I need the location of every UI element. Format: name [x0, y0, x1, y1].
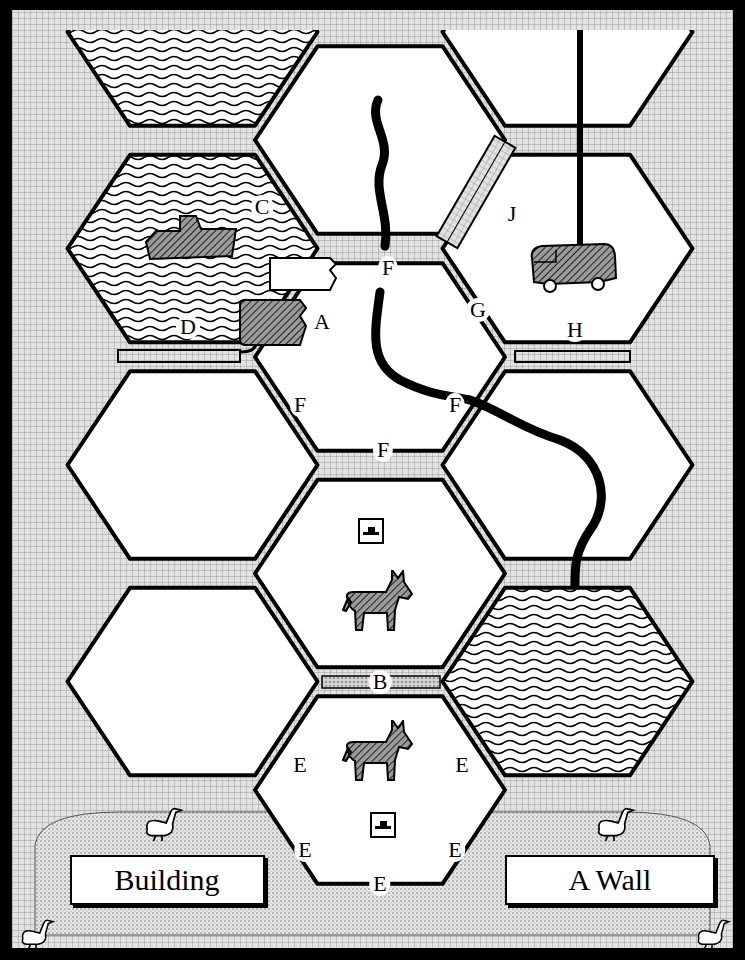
hex-letter: E [289, 753, 310, 777]
goose [698, 920, 729, 949]
hex-letter: E [294, 838, 315, 862]
clear-hex [255, 696, 505, 884]
hex-letter: E [451, 753, 472, 777]
hex-letter: F [290, 393, 310, 417]
hex-letter: B [369, 670, 392, 694]
hex-letter: A [310, 310, 334, 334]
clear-hex [255, 480, 505, 668]
truck [532, 244, 616, 292]
hex-letter: H [563, 318, 587, 342]
caption-box: Building [70, 855, 265, 905]
road [577, 30, 583, 255]
hex-letter: F [373, 438, 393, 462]
board-ground [12, 10, 733, 948]
water-hex [443, 588, 693, 776]
unit-icon [359, 519, 383, 543]
goose [22, 920, 53, 949]
goose [147, 809, 181, 841]
clear-hex [68, 371, 318, 559]
hex-letter: D [176, 315, 200, 339]
unit-icon [371, 813, 395, 837]
wall-d [118, 350, 240, 362]
terrain-features [118, 30, 630, 837]
hex-letter: E [369, 872, 390, 896]
clear-hex [68, 588, 318, 776]
tank [146, 216, 236, 259]
hex-letter: E [444, 838, 465, 862]
river [376, 292, 602, 585]
hex-letter: J [504, 202, 521, 226]
clear-hex [443, 30, 693, 126]
caption-text: A Wall [569, 863, 652, 897]
hex-letter: C [251, 195, 274, 219]
hex-grid [68, 30, 693, 884]
donkey [343, 720, 412, 780]
white-building [270, 258, 336, 290]
building-a [240, 300, 306, 345]
hex-letter: F [378, 256, 398, 280]
caption-text: Building [114, 863, 219, 897]
donkey [343, 570, 412, 630]
wall-h [515, 351, 630, 362]
hex-letter: G [466, 298, 490, 322]
wall-j [437, 136, 516, 248]
river [376, 100, 386, 246]
hex-letter: F [445, 393, 465, 417]
goose [599, 809, 633, 841]
caption-box: A Wall [505, 855, 715, 905]
